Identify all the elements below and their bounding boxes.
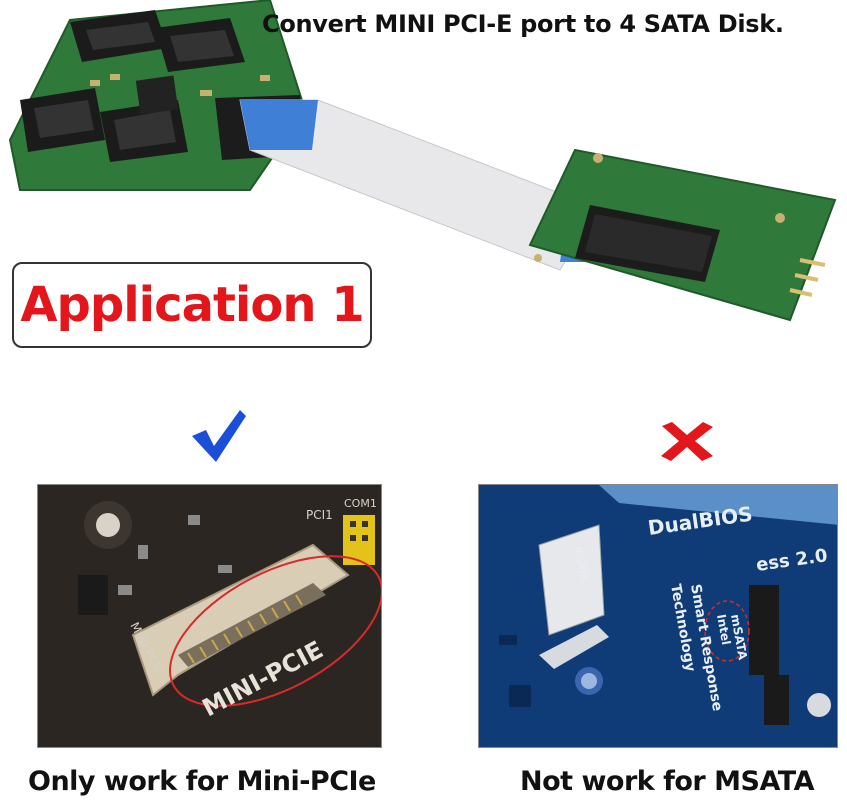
sata-port-3 bbox=[20, 88, 105, 152]
mini-pcie-motherboard-photo: MINI-PCIE MINI PCIE PCI1 COM1 bbox=[37, 484, 382, 748]
controller-chip bbox=[135, 75, 179, 115]
sata-port-1 bbox=[70, 10, 168, 62]
intel-label: Intel bbox=[714, 613, 733, 646]
cross-icon bbox=[661, 422, 713, 461]
application-box: Application 1 bbox=[12, 262, 372, 348]
headline: Convert MINI PCI-E port to 4 SATA Disk. bbox=[262, 10, 784, 38]
application-title: Application 1 bbox=[20, 277, 364, 333]
pci-label: PCI1 bbox=[306, 508, 333, 522]
check-icon bbox=[192, 410, 246, 462]
highlight-circle-right bbox=[704, 600, 750, 662]
product-photo bbox=[8, 0, 837, 322]
sata-port-2 bbox=[155, 18, 245, 72]
msata-slot bbox=[538, 524, 605, 636]
caption-right: Not work for MSATA bbox=[520, 766, 814, 797]
msata-motherboard-photo: DualBIOS ess 2.0 mSATA Technology Smart … bbox=[478, 484, 838, 748]
highlight-circle-left bbox=[169, 555, 381, 707]
caption-left: Only work for Mini-PCIe bbox=[28, 766, 376, 797]
com-label: COM1 bbox=[344, 497, 377, 510]
sata-port-4 bbox=[100, 100, 188, 162]
